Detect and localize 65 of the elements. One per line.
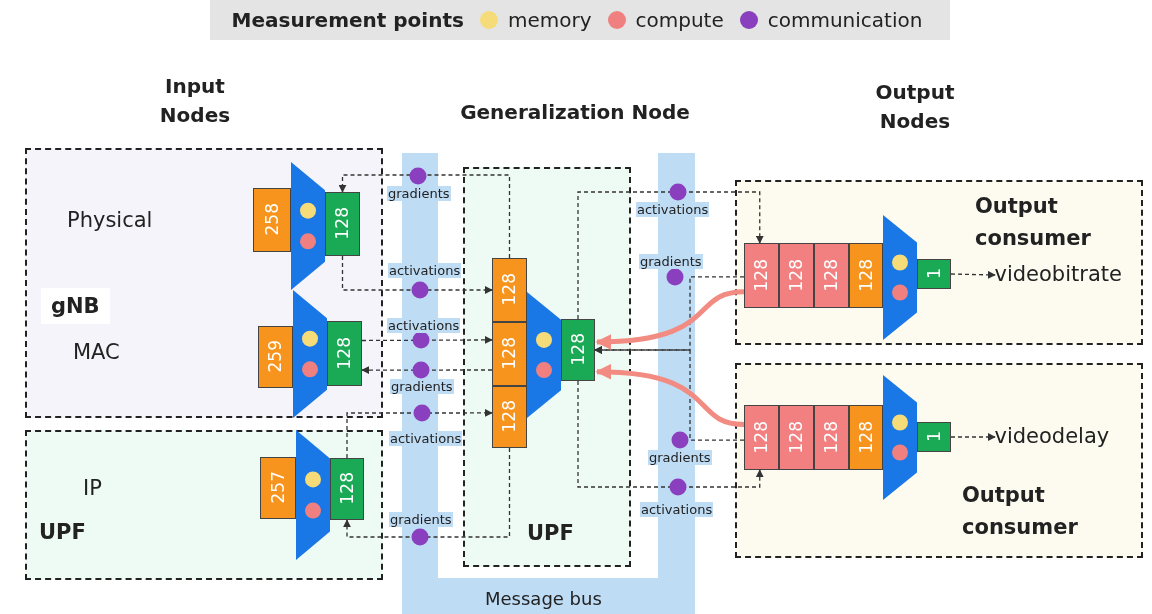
group-box [735,180,1143,345]
curved-arrow [595,289,745,350]
layer-box: 128 [848,242,883,308]
layer-name: MAC [73,340,120,364]
layer-box: 1 [916,258,951,289]
edge-label: activations [640,502,714,517]
edge-label: activations [389,431,463,446]
layer-box: 1 [916,421,951,452]
dashed-arrow [341,255,493,294]
legend-title: Measurement points [231,8,464,32]
group-title: UPF [527,521,574,545]
edge-label: activations [388,263,462,278]
layer-box: 128 [491,385,527,448]
section-heading: Generalization Node [459,99,691,126]
layer-box: 128 [778,404,814,470]
group-box [735,363,1143,558]
dashed-arrow [594,346,745,441]
layer-name: Physical [67,208,153,232]
layer-box: 257 [259,456,296,519]
group-title: Output consumer [962,482,1079,541]
legend-label: memory [507,8,592,32]
layer-box: 128 [491,321,527,386]
layer-box: 128 [329,457,364,520]
dashed-arrow [346,408,493,459]
layer-box: 128 [743,404,779,470]
layer-box: 128 [813,242,849,308]
layer-box: 258 [252,187,291,252]
edge-label: gradients [639,254,703,269]
dashed-arrow [338,174,511,259]
dashed-arrow [361,366,493,375]
edge-label: activations [387,318,461,333]
edge-label: gradients [389,512,453,527]
legend-label: compute [635,8,724,32]
edge-label: activations [636,202,710,217]
layer-box: 128 [324,191,360,256]
layer-box: 128 [326,320,362,386]
dashed-arrow [361,335,493,344]
layer-box: 128 [778,242,814,308]
layer-box: 128 [848,404,883,470]
dashed-arrow [577,380,764,488]
edge-label: gradients [387,186,451,201]
output-name: videodelay [994,423,1110,448]
edge-label: gradients [648,450,712,465]
group-title: gNB [41,288,110,324]
layer-name: IP [83,476,102,500]
output-name: videobitrate [994,261,1122,286]
edge-label: gradients [390,379,454,394]
dashed-arrow [950,270,996,279]
curved-arrow [595,364,745,427]
group-box [25,430,383,580]
dashed-arrow [343,447,511,538]
group-box [25,148,383,418]
group-box [463,167,631,567]
legend-label: communication [767,8,923,32]
section-heading: Output Nodes [874,79,956,135]
layer-box: 128 [743,242,779,308]
layer-box: 128 [813,404,849,470]
dashed-arrow [577,191,764,320]
section-heading: Input Nodes [158,73,232,129]
layer-box: 128 [560,318,595,381]
group-title: UPF [39,520,86,544]
dashed-arrow [950,433,996,441]
bus-label: Message bus [485,588,602,609]
layer-box: 259 [257,325,293,388]
layer-box: 128 [491,257,527,322]
